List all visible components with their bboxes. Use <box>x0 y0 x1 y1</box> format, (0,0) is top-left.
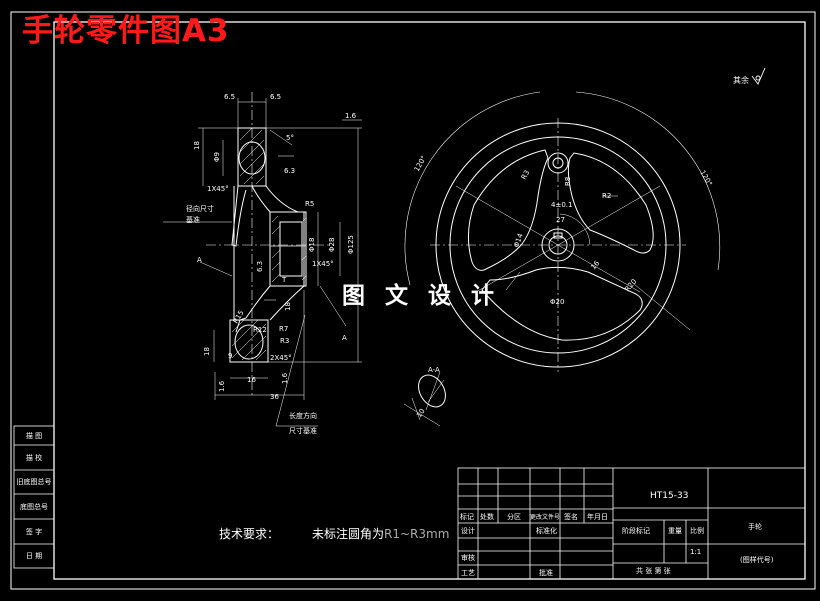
dim-datum: 基准 <box>186 215 200 224</box>
dim-overall-d: Φ125 <box>347 235 355 254</box>
dim-hub-h: 6.3 <box>256 261 264 272</box>
dim-h18-top: 18 <box>193 141 201 150</box>
dim-hub-chamfer: 1X45° <box>312 260 334 268</box>
dim-r5: R5 <box>305 200 314 208</box>
front-view <box>404 91 721 372</box>
inner-border <box>53 21 806 580</box>
dim-chamfer-top: 1X45° <box>207 185 229 193</box>
dim-18-mid: 18 <box>284 302 292 311</box>
dim-radial-ref: 径向尺寸 <box>186 204 214 213</box>
section-a-right: A <box>342 334 347 342</box>
section-labels: 6.5 6.5 1.6 18 Φ9 5° 6.3 1X45° 径向尺寸 基准 A… <box>186 93 357 435</box>
dim-small-t: T <box>281 276 287 284</box>
front-r20: R20 <box>623 278 638 294</box>
ang-right: 120° <box>698 169 713 188</box>
tb-r-review: 审核 <box>461 553 475 562</box>
dim-d9-bot: 9 <box>228 352 232 360</box>
tb-r-design: 设计 <box>461 526 475 535</box>
tb-h-zone: 分区 <box>507 512 521 521</box>
roughness-note: 其余 <box>733 75 749 85</box>
strip-date: 日 期 <box>26 552 42 560</box>
section-dim-lines <box>163 98 362 427</box>
title-block-text: HT15-33 手轮 (图样代号) 阶段标记 重量 比例 1:1 共 张 第 张… <box>460 491 774 577</box>
dim-r12: R12 <box>253 326 267 334</box>
front-r3: R3 <box>520 169 532 181</box>
dim-top-right: 6.5 <box>270 93 281 101</box>
dim-w36: 36 <box>270 393 279 401</box>
dim-datum-bot: 尺寸基准 <box>289 426 317 435</box>
watermark: 图 文 设 计 <box>342 283 501 309</box>
tb-weight: 重量 <box>668 527 682 535</box>
dim-ra-top: 1.6 <box>345 112 357 120</box>
tb-part-name: 手轮 <box>748 522 762 531</box>
tb-h-count: 处数 <box>480 512 494 521</box>
dim-top-left: 6.5 <box>224 93 235 101</box>
drawing-title: 手轮零件图A3 <box>22 13 230 49</box>
dim-hub-d2: Φ18 <box>308 238 316 252</box>
section-hatch <box>231 127 307 361</box>
tb-sheets: 共 张 第 张 <box>636 566 671 575</box>
dim-h18-bot: 18 <box>203 347 211 356</box>
ang-left: 120° <box>413 154 428 173</box>
front-w4: 4±0.1 <box>551 201 572 209</box>
strip-base-no: 底图总号 <box>20 502 48 511</box>
dim-ra-bot-right: 1.6 <box>281 372 289 384</box>
front-r8: R8 <box>564 177 572 186</box>
strip-old-no: 旧底图总号 <box>17 477 52 486</box>
tech-note-value: R1~R3mm <box>384 527 450 541</box>
strip-sign: 签 字 <box>26 527 42 536</box>
length-dir: 长度方向 <box>289 411 317 420</box>
section-a-left: A <box>197 256 202 264</box>
tb-material: HT15-33 <box>650 491 688 501</box>
tech-heading: 技术要求： <box>219 527 280 541</box>
tech-note: 未标注圆角为R1~R3mm <box>312 525 449 542</box>
dim-ra-bot-left: 1.6 <box>218 380 226 392</box>
front-d20: Φ20 <box>550 298 564 306</box>
dim-depth: 6.3 <box>284 167 295 175</box>
aa-detail <box>403 371 446 427</box>
aa-w10: 10 <box>415 407 427 419</box>
title-block <box>457 467 806 580</box>
roughness-symbol <box>751 67 766 85</box>
dim-r7: R7 <box>279 325 288 333</box>
tb-r-std: 标准化 <box>536 526 557 535</box>
tb-ratio: 比例 <box>690 526 704 535</box>
dim-hub-d1: Φ28 <box>328 238 336 252</box>
dim-r3: R3 <box>280 337 289 345</box>
tb-h-mark: 标记 <box>460 512 474 521</box>
tech-note-prefix: 未标注圆角为 <box>312 527 385 541</box>
dim-angle: 5° <box>286 134 294 142</box>
front-d14: Φ14 <box>512 232 525 249</box>
front-r2: R2 <box>602 192 611 200</box>
dim-chamfer-bot: 2X45° <box>270 354 292 362</box>
tb-drawing-no: (图样代号) <box>740 555 774 564</box>
tb-stage: 阶段标记 <box>622 526 650 535</box>
outer-border <box>10 11 816 590</box>
strip-trace: 描 图 <box>26 431 42 440</box>
tb-h-sign: 签名 <box>564 512 578 521</box>
left-strip <box>13 425 55 569</box>
front-d27: 27 <box>556 216 565 224</box>
tb-h-date: 年月日 <box>587 512 608 521</box>
section-view <box>206 92 330 395</box>
dim-d9-top: Φ9 <box>213 152 221 162</box>
dim-w16: 16 <box>247 376 256 384</box>
left-strip-labels: 描 图 描 校 旧底图总号 底图总号 签 字 日 期 <box>17 431 52 560</box>
strip-check: 描 校 <box>26 453 42 462</box>
tb-h-doc: 更改文件号 <box>530 513 560 521</box>
tb-r-process: 工艺 <box>461 569 475 577</box>
tb-scale: 1:1 <box>690 548 701 556</box>
aa-label: A-A <box>428 366 440 374</box>
front-d16: 16 <box>589 259 601 271</box>
tb-r-approve: 批准 <box>539 568 553 577</box>
